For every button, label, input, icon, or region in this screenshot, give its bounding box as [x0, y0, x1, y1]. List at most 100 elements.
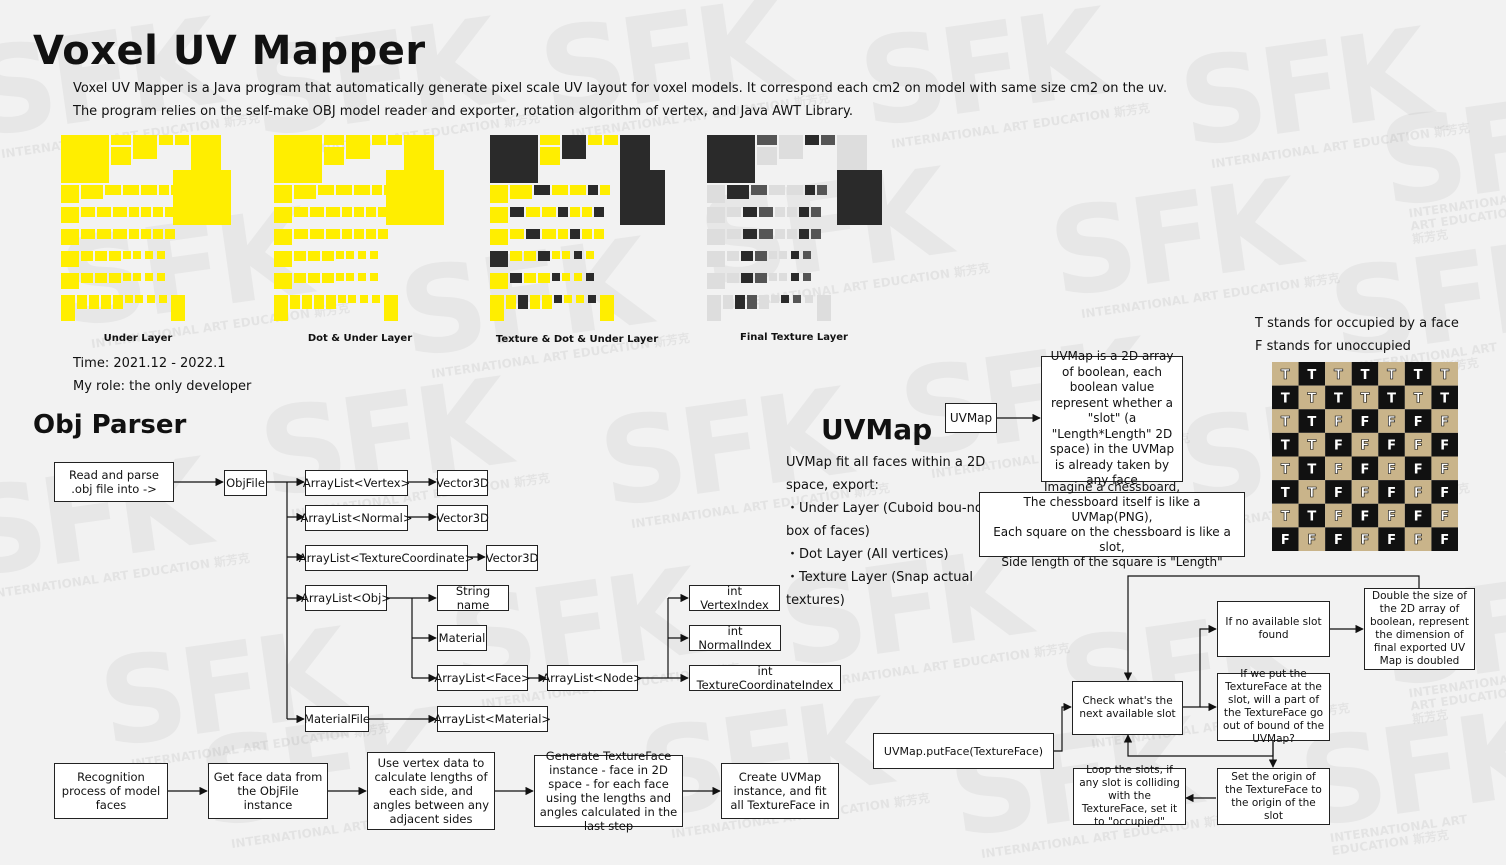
process-step-create-uvmap: Create UVMap instance, and fit all Textu…	[721, 763, 839, 819]
uv-face-final	[805, 185, 815, 195]
uv-face-final	[769, 251, 777, 259]
uv-face-dot	[326, 229, 340, 239]
uv-face-final	[787, 185, 803, 195]
uv-face-dot	[366, 229, 376, 239]
uv-face-dot	[342, 207, 352, 217]
chess-cell	[1298, 527, 1326, 551]
chess-cell-label: F	[1414, 439, 1423, 454]
uv-face-texture	[586, 273, 594, 281]
chess-cell-label: T	[1307, 510, 1316, 525]
chess-cell-label: F	[1440, 439, 1449, 454]
uv-face-under	[61, 135, 109, 183]
uv-face-texture	[582, 229, 592, 239]
chess-cell-label: F	[1440, 486, 1449, 501]
uv-face-final	[805, 295, 813, 303]
uv-face-texture	[510, 207, 524, 217]
uv-face-texture	[588, 135, 602, 145]
uv-face-under	[113, 295, 123, 309]
uv-face-under	[153, 207, 163, 217]
chess-cell-label: F	[1414, 510, 1423, 525]
uv-face-texture	[534, 185, 550, 195]
uv-face-final	[755, 273, 767, 283]
uv-face-texture	[552, 251, 560, 259]
legend-f: F stands for unoccupied	[1255, 339, 1411, 354]
uv-face-dot	[360, 295, 368, 303]
uv-face-texture	[558, 229, 568, 239]
chess-cell	[1272, 409, 1299, 433]
uv-face-dot	[314, 295, 324, 309]
chess-cell-label: T	[1307, 391, 1316, 406]
chess-cell-label: T	[1281, 510, 1290, 525]
process-step-calculate-lengths: Use vertex data to calculate lengths of …	[367, 752, 495, 830]
uv-face-texture	[490, 295, 504, 321]
chess-cell	[1272, 480, 1299, 504]
chess-cell-label: F	[1361, 510, 1370, 525]
uv-face-texture	[604, 135, 618, 145]
chess-cell-label: F	[1440, 415, 1449, 430]
uv-face-dot	[274, 207, 292, 223]
uv-face-dot	[294, 251, 306, 261]
chess-cell-label: T	[1414, 391, 1423, 406]
uv-face-under	[133, 135, 157, 159]
uv-face-texture	[542, 295, 552, 309]
chess-cell	[1404, 385, 1432, 410]
uv-face-final	[817, 295, 831, 321]
uv-face-dot	[322, 273, 334, 283]
uv-face-under	[89, 295, 99, 309]
uv-face-texture	[510, 185, 532, 199]
material-box: Material	[437, 625, 487, 651]
chess-cell-label: T	[1361, 391, 1370, 406]
chess-cell	[1325, 480, 1352, 504]
uv-face-final	[727, 185, 749, 199]
uv-face-final	[821, 135, 835, 145]
chess-cell	[1325, 385, 1352, 410]
uv-face-under	[123, 273, 131, 281]
uv-face-dot	[346, 135, 370, 159]
uv-face-under	[81, 207, 95, 217]
uv-face-texture	[564, 295, 572, 303]
uv-face-under	[81, 273, 93, 283]
chess-cell-label: T	[1334, 391, 1343, 406]
chess-cell	[1298, 385, 1326, 410]
read-parse-box: Read and parse .obj file into ->	[54, 462, 174, 502]
uv-face-texture	[570, 229, 580, 239]
chess-cell	[1431, 503, 1458, 528]
uv-face-final	[727, 207, 741, 217]
uv-face-dot	[354, 229, 364, 239]
chess-cell	[1431, 432, 1458, 457]
uv-face-final	[769, 185, 785, 195]
uv-face-texture	[490, 229, 508, 245]
chess-cell-label: T	[1281, 368, 1290, 383]
uv-face-dot	[346, 251, 354, 259]
uv-face-texture	[562, 135, 586, 159]
chess-cell-label: T	[1307, 439, 1316, 454]
uv-face-final	[775, 207, 785, 217]
uv-face-dot	[336, 185, 352, 195]
project-role: My role: the only developer	[73, 379, 252, 394]
chess-cell-label: T	[1307, 415, 1316, 430]
chess-cell-label: F	[1334, 533, 1343, 548]
uv-face-texture	[594, 207, 604, 217]
uv-face-texture	[562, 251, 570, 259]
uv-face-dot	[372, 185, 382, 195]
uv-face-final	[747, 295, 757, 309]
uv-face-dot	[388, 135, 402, 145]
uv-face-under	[125, 295, 133, 303]
uv-face-texture	[524, 273, 536, 283]
uv-face-texture	[490, 273, 508, 289]
uv-face-dot	[326, 295, 336, 309]
flow-loop-slots: Loop the slots, if any slot is colliding…	[1073, 764, 1186, 828]
chess-cell-label: F	[1387, 462, 1396, 477]
uv-face-final	[707, 295, 721, 321]
uv-face-under	[175, 135, 189, 145]
chess-cell	[1325, 362, 1352, 386]
uv-face-dot	[310, 229, 324, 239]
uv-face-under	[81, 229, 95, 239]
chess-cell-label: F	[1361, 486, 1370, 501]
uv-face-final	[793, 295, 801, 303]
uv-face-under	[61, 185, 79, 203]
uv-face-final	[727, 251, 739, 261]
chess-cell-label: T	[1440, 368, 1449, 383]
uv-face-dot	[336, 251, 344, 259]
chess-cell-label: F	[1387, 533, 1396, 548]
